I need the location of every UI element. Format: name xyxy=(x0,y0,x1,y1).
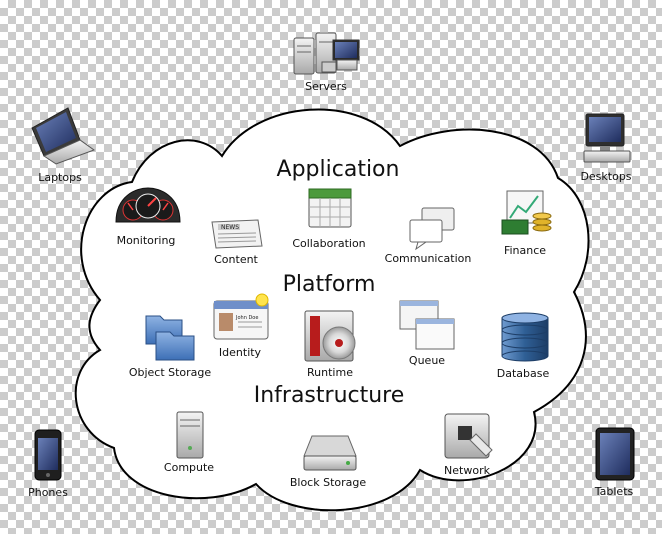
desktop-icon xyxy=(583,113,631,163)
identity-card-icon: John Doe xyxy=(213,293,269,340)
tablets-label: Tablets xyxy=(594,485,634,498)
tablet-icon xyxy=(595,427,635,481)
compute-label: Compute xyxy=(163,461,215,474)
finance-label: Finance xyxy=(503,244,547,257)
phones-label: Phones xyxy=(28,486,68,499)
queue-windows-icon xyxy=(399,300,455,350)
queue-label: Queue xyxy=(408,354,446,367)
identity-card-name: John Doe xyxy=(235,315,258,321)
object-storage-folders-icon xyxy=(145,315,195,361)
collaboration-calendar-icon xyxy=(308,188,352,228)
runtime-label: Runtime xyxy=(307,366,353,379)
runtime-package-icon xyxy=(304,310,356,362)
network-socket-icon xyxy=(444,413,493,459)
laptop-icon xyxy=(31,107,96,165)
servers-icon xyxy=(293,32,360,75)
infrastructure-heading: Infrastructure xyxy=(253,383,405,408)
phone-icon xyxy=(34,429,62,481)
database-icon xyxy=(501,312,549,362)
object-storage-label: Object Storage xyxy=(128,366,212,379)
block-storage-drive-icon xyxy=(303,435,357,471)
communication-label: Communication xyxy=(384,252,472,265)
identity-label: Identity xyxy=(218,346,262,359)
content-icon-text: NEWS xyxy=(221,224,239,231)
block-storage-label: Block Storage xyxy=(289,476,367,489)
desktops-label: Desktops xyxy=(580,170,632,183)
content-newspaper-icon: NEWS xyxy=(211,219,263,249)
monitoring-label: Monitoring xyxy=(116,234,176,247)
finance-chart-icon xyxy=(501,190,552,235)
communication-bubbles-icon xyxy=(409,207,455,251)
database-label: Database xyxy=(496,367,550,380)
laptops-label: Laptops xyxy=(38,171,82,184)
compute-tower-icon xyxy=(176,411,204,459)
monitoring-gauge-icon xyxy=(115,187,181,223)
cloud-outline xyxy=(74,108,590,512)
content-label: Content xyxy=(214,253,258,266)
servers-label: Servers xyxy=(305,80,347,93)
network-label: Network xyxy=(444,464,490,477)
platform-heading: Platform xyxy=(282,272,376,297)
application-heading: Application xyxy=(276,157,400,182)
collaboration-label: Collaboration xyxy=(292,237,366,250)
